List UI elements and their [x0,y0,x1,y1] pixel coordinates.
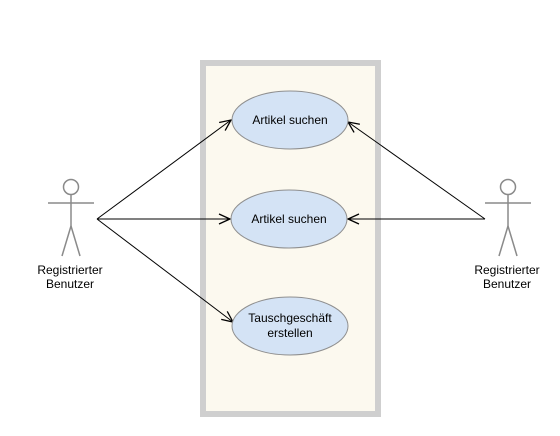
actor-right[interactable]: Registrierter Benutzer [474,178,540,292]
association-left-uc3 [96,218,235,323]
association-left-uc1 [96,119,233,220]
actor-left-label-line1: Registrierter [37,263,102,277]
use-case-3-label-line2: erstellen [267,326,312,340]
use-case-3-label-line1: Tauschgeschäft [248,311,332,325]
actor-left-label-line2: Benutzer [46,277,94,291]
use-case-3[interactable]: Tauschgeschäft erstellen [231,296,349,356]
use-case-2-shape [230,189,348,249]
association-right-uc1 [346,121,486,220]
actor-left-figure [48,178,94,257]
use-case-1-label: Artikel suchen [252,113,327,127]
use-case-1[interactable]: Artikel suchen [231,90,349,150]
actor-right-label-line1: Registrierter [474,263,539,277]
use-case-1-shape [231,90,349,150]
use-case-2-label: Artikel suchen [251,212,326,226]
actor-right-label-line2: Benutzer [483,277,531,291]
use-case-2[interactable]: Artikel suchen [230,189,348,249]
actor-right-figure [485,178,531,257]
actor-left[interactable]: Registrierter Benutzer [37,178,103,292]
use-case-3-shape [231,296,349,356]
